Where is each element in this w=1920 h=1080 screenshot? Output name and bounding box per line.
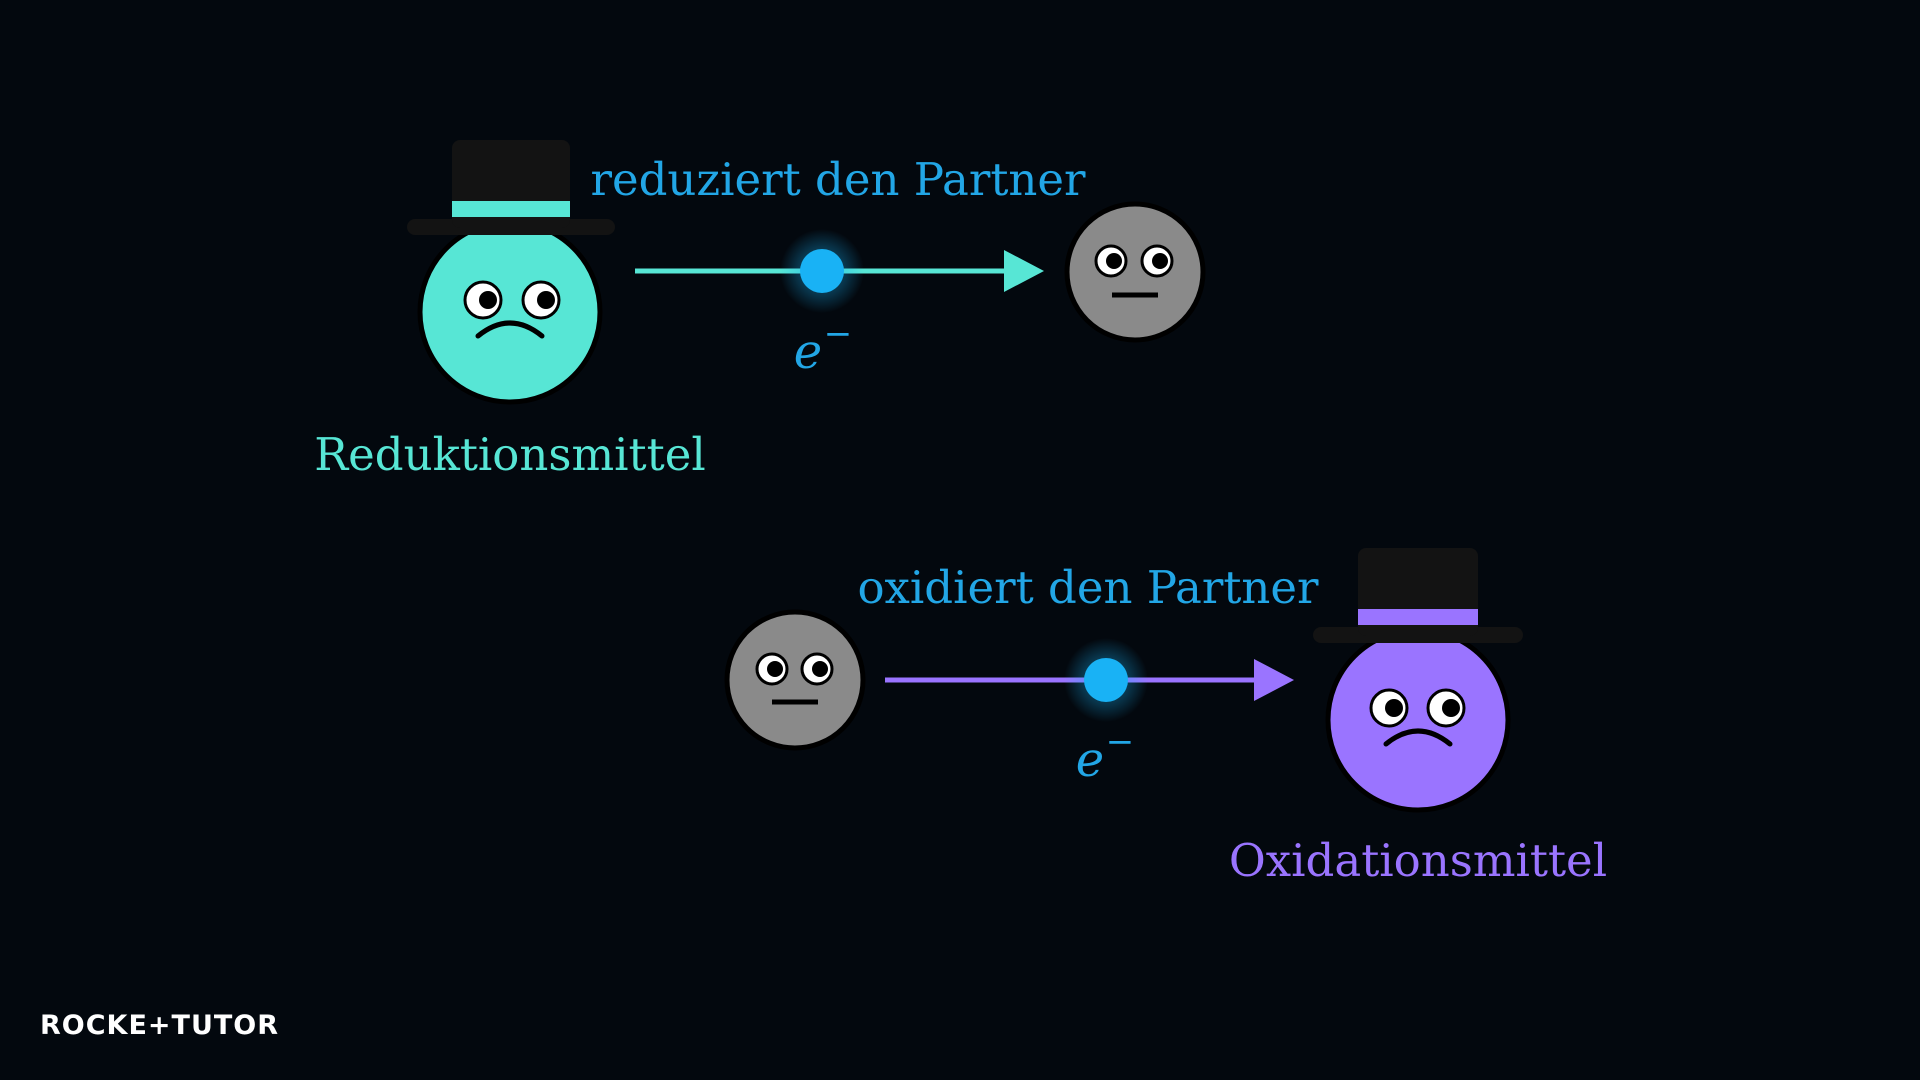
oxidizing-agent-character [1313, 548, 1523, 813]
svg-text:−: − [824, 314, 853, 354]
svg-text:e: e [1076, 732, 1104, 788]
electron-icon [1064, 638, 1148, 722]
electron-symbol-bottom: e − [1076, 722, 1134, 788]
reducing-agent-label: Reduktionsmittel [314, 428, 705, 481]
partner-face [724, 609, 866, 751]
svg-text:−: − [1106, 722, 1135, 762]
electron-symbol-top: e − [794, 314, 852, 380]
partner-character-bottom [724, 609, 866, 751]
frown-icon [1383, 728, 1453, 747]
bottom-row: oxidiert den Partner e − Oxidationsmitte… [724, 548, 1607, 887]
action-label-oxidizes: oxidiert den Partner [857, 561, 1319, 614]
worried-eyes-icon [463, 280, 561, 320]
svg-text:e: e [794, 324, 822, 380]
oxidizing-agent-label: Oxidationsmittel [1229, 834, 1607, 887]
rocket-tutor-logo: ROCKE+TUTOR [40, 1010, 280, 1041]
worried-eyes-icon [1369, 688, 1466, 728]
frown-icon [475, 320, 545, 339]
reducing-agent-face [417, 219, 603, 405]
top-hat-icon [407, 140, 615, 235]
neutral-eyes-icon [1094, 244, 1174, 278]
neutral-eyes-icon [755, 652, 834, 686]
electron-icon [780, 229, 864, 313]
action-label-reduces: reduziert den Partner [590, 153, 1086, 206]
oxidizing-agent-face [1325, 627, 1511, 813]
top-hat-icon [1313, 548, 1523, 643]
reducing-agent-character [407, 140, 615, 405]
top-row: Reduktionsmittel reduziert den Partner e… [314, 140, 1206, 481]
partner-character-top [1064, 201, 1206, 343]
partner-face [1064, 201, 1206, 343]
